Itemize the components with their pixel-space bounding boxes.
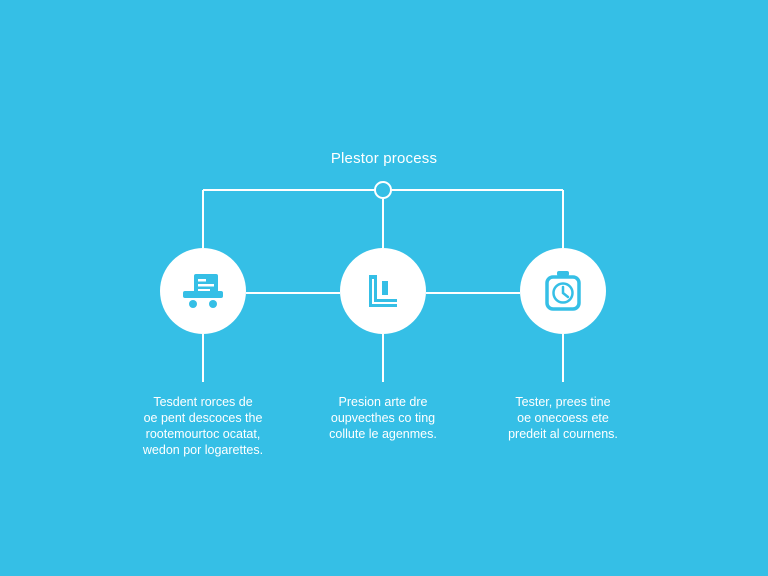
chart-icon <box>369 275 399 307</box>
step-description-1: Tesdent rorces de oe pent descoces the r… <box>118 394 288 458</box>
description-line: oe onecoess ete <box>517 411 609 425</box>
step-node-3 <box>520 248 606 334</box>
description-line: oupvecthes co ting <box>330 411 436 425</box>
description-line: oe pent descoces the <box>143 411 263 425</box>
description-line: Presion arte dre <box>338 395 428 409</box>
step-description-3: Tester, prees tine oe onecoess ete prede… <box>478 394 648 442</box>
description-line: wedon por logarettes. <box>142 443 264 457</box>
diagram-title: Plestor process <box>330 150 438 167</box>
description-line: Tesdent rorces de <box>153 395 253 409</box>
step-node-1 <box>160 248 246 334</box>
step-description-2: Presion arte dre oupvecthes co ting coll… <box>298 394 468 442</box>
cart-icon <box>183 274 223 308</box>
description-line: predeit al cournens. <box>508 427 618 441</box>
clock-icon <box>545 271 581 311</box>
junction-node <box>374 181 392 199</box>
description-line: Tester, prees tine <box>515 395 611 409</box>
description-line: rootemourtoc ocatat, <box>145 427 261 441</box>
step-node-2 <box>340 248 426 334</box>
description-line: collute le agenmes. <box>329 427 437 441</box>
